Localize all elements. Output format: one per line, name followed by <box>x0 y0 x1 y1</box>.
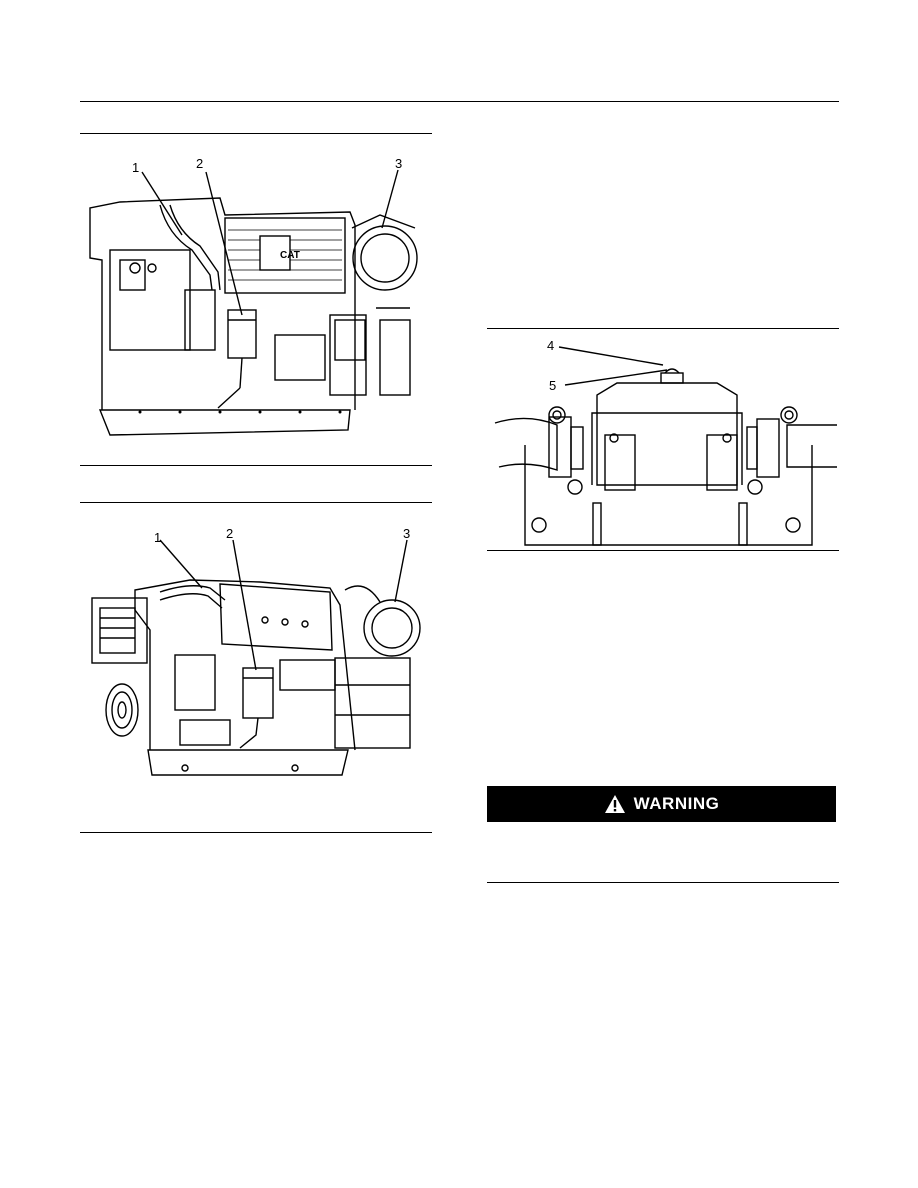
figure-3-tank-cap-illustration: 4 5 <box>494 338 837 546</box>
warning-banner: WARNING <box>487 786 836 822</box>
warning-triangle-icon <box>604 795 625 813</box>
figure-3-callout-5: 5 <box>549 378 556 393</box>
figure-2-callout-1: 1 <box>154 530 161 545</box>
page-header-rule <box>80 101 839 102</box>
warning-bottom-rule <box>487 882 839 883</box>
figure-1-callout-1: 1 <box>132 160 139 175</box>
figure-3-callout-4: 4 <box>547 338 554 353</box>
figure-2-bottom-rule <box>80 832 432 833</box>
engine-logo-text: CAT <box>280 250 300 261</box>
figure-3-bottom-rule <box>487 550 839 551</box>
figure-3-top-rule <box>487 328 839 329</box>
figure-1-callout-2: 2 <box>196 156 203 171</box>
figure-2-callout-3: 3 <box>403 526 410 541</box>
figure-1-top-rule <box>80 133 432 134</box>
figure-2-callout-2: 2 <box>226 526 233 541</box>
figure-1-callout-3: 3 <box>395 156 402 171</box>
figure-1-bottom-rule <box>80 465 432 466</box>
figure-2-engine-illustration: 1 2 3 <box>91 526 421 776</box>
warning-label: WARNING <box>633 794 720 813</box>
figure-2-top-rule <box>80 502 432 503</box>
figure-1-engine-illustration: CAT 1 2 3 <box>89 156 418 436</box>
